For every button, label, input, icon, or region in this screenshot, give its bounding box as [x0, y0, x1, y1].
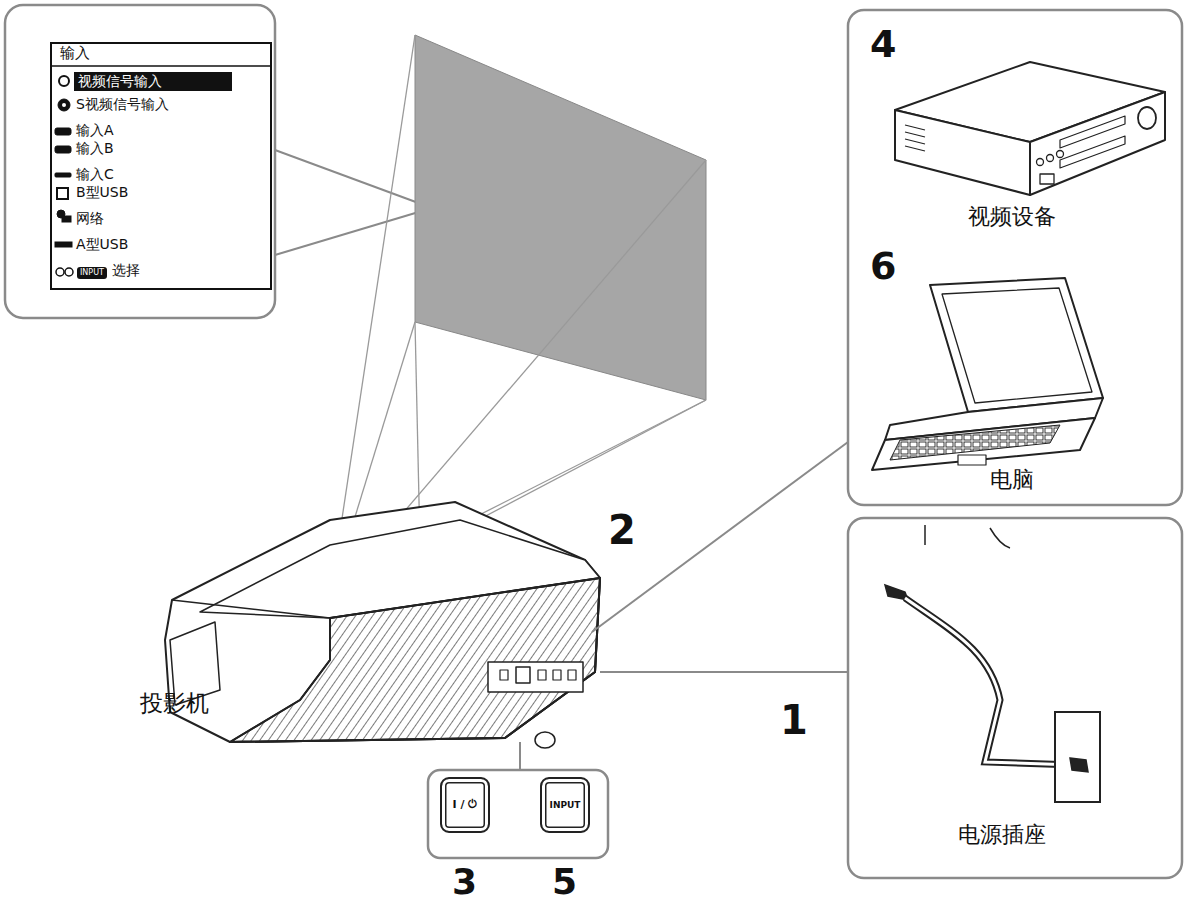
part-name: 投影机: [140, 692, 209, 715]
callout-line: [275, 150, 432, 208]
power-panel-frame: [848, 518, 1182, 878]
menu-item: 网络: [76, 210, 104, 227]
control-button: INPUT: [540, 777, 590, 833]
device-label: 视频设备: [968, 204, 1056, 230]
device-panel-frame: [848, 10, 1182, 505]
device-panel: 4 视频设备 6 电脑: [850, 12, 1180, 503]
callout-number: 2: [608, 510, 636, 550]
menu-item: 输入: [60, 44, 90, 62]
device-panel: 电源插座: [850, 520, 1180, 876]
video-device: [895, 62, 1165, 195]
callout-line: [275, 208, 432, 255]
callout-number: 5: [552, 864, 577, 900]
callout-frame: [5, 5, 275, 318]
menu-item: 视频信号输入: [74, 72, 232, 91]
menu-item: 输入C: [76, 166, 114, 183]
button-panel: [428, 770, 608, 858]
callout-number: 1: [780, 700, 808, 740]
menu-separator: [52, 65, 270, 67]
leader-lines: [520, 442, 848, 770]
callout-number: 3: [452, 864, 477, 900]
projector: [165, 502, 600, 748]
button-label: I / ⏻: [453, 798, 478, 811]
menu-item: S视频信号输入: [76, 96, 169, 113]
button-label: INPUT: [550, 800, 581, 811]
laptop: [872, 278, 1103, 470]
menu-item: INPUT: [77, 267, 107, 279]
menu-item: 选择: [112, 262, 140, 279]
menu-item: 输入B: [76, 140, 114, 157]
projection-screen: [415, 35, 706, 400]
device-label: 电脑: [990, 467, 1034, 493]
device-label: 电源插座: [958, 822, 1046, 848]
device-label: 6: [870, 244, 896, 290]
menu-item: 输入A: [76, 122, 114, 139]
input-menu: 输入视频信号输入 S视频信号输入输入A输入B 输入CB型USB 网络 A型USB INPU…: [50, 42, 272, 290]
menu-icons: [55, 76, 73, 276]
menu-item: A型USB: [76, 236, 128, 253]
device-label: 4: [870, 22, 896, 68]
menu-item: B型USB: [76, 184, 128, 201]
control-button: I / ⏻: [440, 777, 490, 833]
power-cord: [885, 525, 1100, 802]
